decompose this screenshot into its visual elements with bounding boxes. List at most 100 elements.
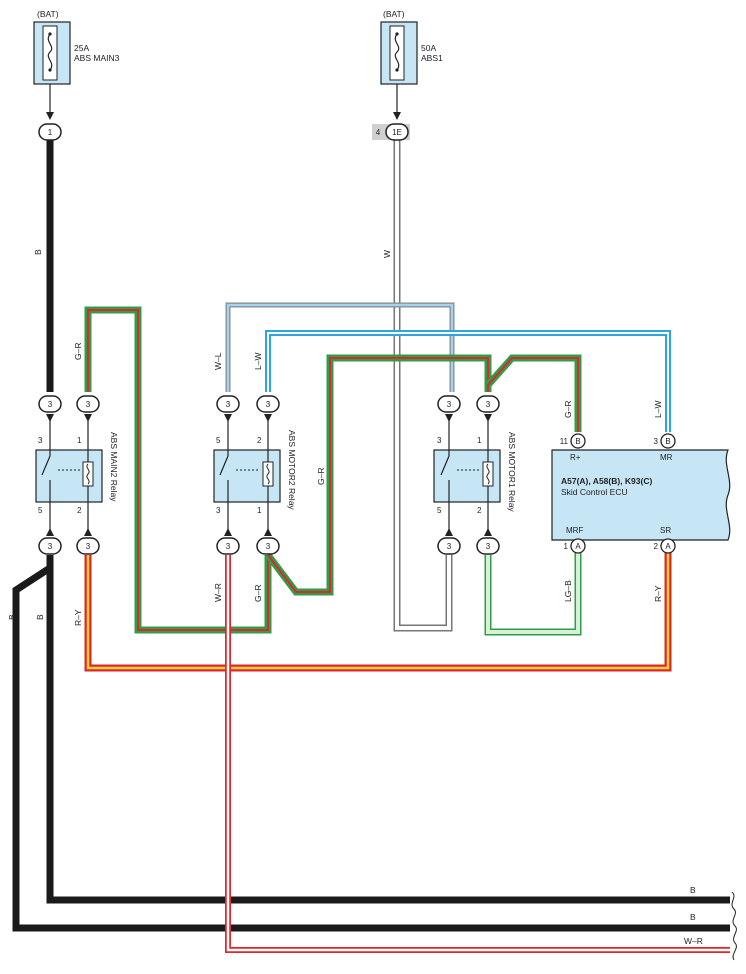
ecu-title: A57(A), A58(B), K93(C) [561,476,652,486]
wire-labels: B W G–R W–L L–W G–R G–R L–W B B R–Y W–R … [7,249,703,946]
svg-text:5: 5 [216,436,221,445]
svg-text:2: 2 [77,506,82,515]
svg-text:3: 3 [266,400,271,409]
relay-connector: 3 [76,528,100,555]
relay-connector: 3 [476,528,500,555]
relay-abs-motor1: 3 1 5 2 ABS MOTOR1 Relay [433,420,517,530]
wire-r-y [84,548,672,672]
wire-label: B [35,614,45,620]
svg-text:3: 3 [447,400,452,409]
relay-connector: 3 [38,395,62,422]
fuse-abs1: (BAT) 50A ABS1 [380,9,443,85]
relay-name: ABS MAIN2 Relay [109,432,119,502]
svg-text:SR: SR [660,526,671,535]
svg-text:11: 11 [560,437,569,446]
wire-label: W–R [684,936,703,946]
fuse-name: ABS MAIN3 [74,53,120,63]
wire-label: B [7,614,17,620]
relay-connector: 3 [216,395,240,422]
connector-1e: 4 1E [372,123,410,141]
wire-label: G–R [316,468,326,485]
wire-b-out [12,555,730,932]
svg-text:B: B [575,437,580,446]
svg-text:3: 3 [226,400,231,409]
svg-text:3: 3 [38,436,43,445]
relay-abs-motor2: 5 2 3 1 ABS MOTOR2 Relay [213,420,297,530]
fuse-abs-main3: (BAT) 25A ABS MAIN3 [33,9,120,85]
svg-text:3: 3 [437,436,442,445]
wire-lg-b [484,548,582,636]
wire-label: W [382,250,392,258]
fuse-amp: 25A [74,43,89,53]
svg-text:MRF: MRF [566,526,583,535]
wire-g-r-motor [265,354,582,596]
svg-text:R+: R+ [570,453,581,462]
wire-w-l [225,302,455,392]
svg-text:1E: 1E [392,128,402,137]
relay-abs-main2: 3 1 5 2 ABS MAIN2 Relay [35,420,119,530]
svg-text:1: 1 [477,436,482,445]
svg-text:1: 1 [257,506,262,515]
wire-g-r-main2 [84,306,272,634]
svg-text:3: 3 [48,542,53,551]
svg-text:3: 3 [216,506,221,515]
svg-text:3: 3 [486,542,491,551]
svg-text:2: 2 [654,542,659,551]
wire-label: G–R [73,343,83,360]
svg-text:5: 5 [437,506,442,515]
relay-connector: 3 [256,395,280,422]
connector-1: 1 [38,123,62,141]
svg-text:5: 5 [38,506,43,515]
ecu-name: Skid Control ECU [561,487,628,497]
skid-control-ecu: A57(A), A58(B), K93(C) Skid Control ECU … [551,433,731,554]
svg-text:2: 2 [257,436,262,445]
wire-label: B [690,885,696,895]
relay-connector: 3 [256,528,280,555]
wire-l-w [265,330,671,432]
svg-text:MR: MR [660,453,673,462]
wire-w-r [225,555,730,953]
wire-label: B [33,249,43,255]
wire-label: G–R [253,585,263,602]
svg-text:3: 3 [86,542,91,551]
relay-connectors: 3 3 3 3 3 3 3 3 3 3 3 3 [38,395,500,555]
svg-text:3: 3 [48,400,53,409]
svg-text:A: A [575,542,581,551]
wire-label: G–R [563,401,573,418]
svg-text:3: 3 [447,542,452,551]
relay-connector: 3 [437,528,461,555]
wire-label: L–W [653,401,663,418]
svg-text:3: 3 [86,400,91,409]
svg-text:3: 3 [266,542,271,551]
fuse-amp: 50A [421,43,436,53]
relay-name: ABS MOTOR2 Relay [287,430,297,510]
fuse-bat-label: (BAT) [37,9,59,19]
svg-text:1: 1 [77,436,82,445]
svg-text:B: B [665,437,670,446]
svg-text:4: 4 [376,128,381,137]
fuse-icon [47,33,53,71]
svg-text:3: 3 [226,542,231,551]
svg-text:A: A [665,542,671,551]
wire-label: LG–B [563,580,573,602]
fuse-name: ABS1 [421,53,443,63]
wire-label: R–Y [653,585,663,602]
svg-text:3: 3 [654,437,659,446]
wire-w-abs1 [393,140,453,632]
wire-label: W–L [213,352,223,370]
wire-label: B [690,912,696,922]
relay-name: ABS MOTOR1 Relay [507,432,517,512]
relay-connector: 3 [437,395,461,422]
wire-label: W–R [213,583,223,602]
fuse-icon [394,33,400,71]
svg-text:1: 1 [564,542,569,551]
relay-connector: 3 [476,395,500,422]
relay-connector: 3 [76,395,100,422]
relay-connector: 3 [38,528,62,555]
relay-connector: 3 [216,528,240,555]
svg-text:1: 1 [48,128,53,137]
wire-label: L–W [253,353,263,370]
svg-text:3: 3 [486,400,491,409]
svg-text:2: 2 [477,506,482,515]
